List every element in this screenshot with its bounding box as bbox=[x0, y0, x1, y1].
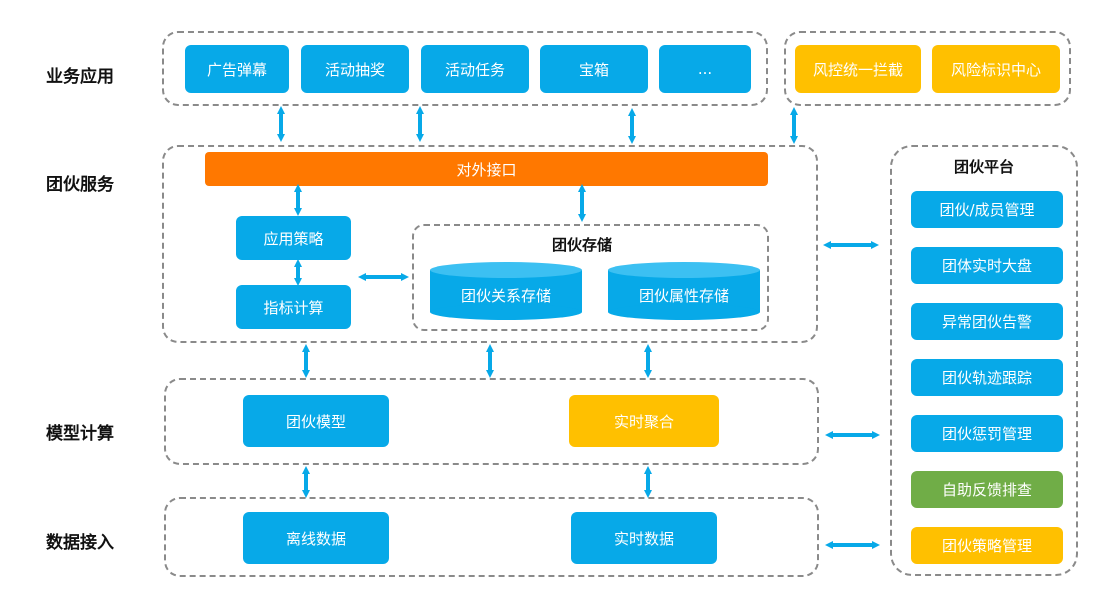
app-treasure-box: 宝箱 bbox=[540, 45, 648, 93]
app-activity-task: 活动任务 bbox=[421, 45, 529, 93]
app-ad-danmaku: 广告弹幕 bbox=[185, 45, 289, 93]
app-lottery: 活动抽奖 bbox=[301, 45, 409, 93]
service-group bbox=[162, 145, 818, 343]
layer-label-service: 团伙服务 bbox=[46, 175, 114, 195]
platform-trajectory-tracking: 团伙轨迹跟踪 bbox=[911, 359, 1063, 396]
risk-label-center: 风险标识中心 bbox=[932, 45, 1060, 93]
realtime-data: 实时数据 bbox=[571, 512, 717, 564]
layer-label-data: 数据接入 bbox=[46, 533, 114, 553]
storage-title: 团伙存储 bbox=[552, 236, 613, 254]
risk-apps-group bbox=[784, 31, 1071, 106]
attribute-storage-label: 团伙属性存储 bbox=[638, 286, 729, 305]
platform-self-feedback: 自助反馈排查 bbox=[911, 471, 1063, 508]
platform-group bbox=[890, 145, 1078, 576]
platform-title: 团伙平台 bbox=[953, 158, 1014, 176]
gang-model: 团伙模型 bbox=[243, 395, 389, 447]
storage-group bbox=[412, 224, 769, 331]
offline-data: 离线数据 bbox=[243, 512, 389, 564]
risk-unified-intercept: 风控统一拦截 bbox=[795, 45, 921, 93]
layer-label-model: 模型计算 bbox=[46, 424, 114, 444]
platform-punishment-management: 团伙惩罚管理 bbox=[911, 415, 1063, 452]
platform-abnormal-alert: 异常团伙告警 bbox=[911, 303, 1063, 340]
attribute-storage-db: 团伙属性存储 bbox=[608, 262, 760, 320]
platform-realtime-dashboard: 团体实时大盘 bbox=[911, 247, 1063, 284]
model-group bbox=[164, 378, 819, 465]
external-api-bar: 对外接口 bbox=[205, 152, 768, 186]
metric-calculation: 指标计算 bbox=[236, 285, 351, 329]
application-strategy: 应用策略 bbox=[236, 216, 351, 260]
data-access-group bbox=[164, 497, 819, 577]
platform-strategy-management: 团伙策略管理 bbox=[911, 527, 1063, 564]
relation-storage-db: 团伙关系存储 bbox=[430, 262, 582, 320]
realtime-aggregation: 实时聚合 bbox=[569, 395, 719, 447]
app-more: ... bbox=[659, 45, 751, 93]
layer-label-business: 业务应用 bbox=[46, 67, 114, 87]
business-apps-group bbox=[162, 31, 768, 106]
platform-member-management: 团伙/成员管理 bbox=[911, 191, 1063, 228]
relation-storage-label: 团伙关系存储 bbox=[460, 286, 551, 305]
